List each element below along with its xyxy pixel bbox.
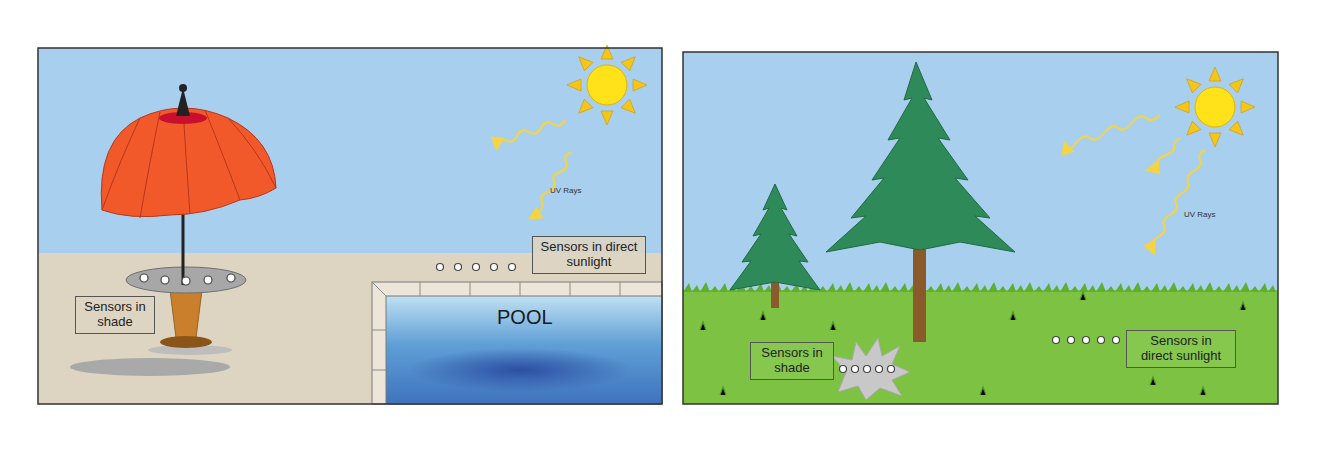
pool-tiles <box>372 282 386 296</box>
panel-frame <box>38 48 662 404</box>
shadow <box>832 338 910 400</box>
sensor-dot <box>888 366 895 373</box>
right-panel <box>683 52 1278 404</box>
uv-ray <box>497 120 572 216</box>
sensor-dot <box>491 264 498 271</box>
sensor-dot <box>140 274 148 282</box>
sun <box>633 79 647 91</box>
sun <box>587 65 627 105</box>
panel-frame <box>683 52 1278 404</box>
pine-tree <box>730 184 820 290</box>
sun <box>1229 74 1247 92</box>
uv-ray <box>1151 150 1205 249</box>
box-text: Sensors in shade <box>82 300 148 330</box>
left-panel <box>38 45 662 404</box>
pool-tiles <box>520 282 521 296</box>
sun <box>1209 133 1221 147</box>
sun <box>574 99 592 117</box>
sensor-dot <box>864 366 871 373</box>
grass-tufts <box>700 292 1246 395</box>
box-text: Sensors in direct sunlight <box>539 240 639 270</box>
ray-label: UV Rays <box>1184 210 1216 219</box>
sun <box>1195 87 1235 127</box>
sensor-dot <box>227 274 235 282</box>
sensor-dot <box>455 264 462 271</box>
pool-water <box>386 296 662 404</box>
sun <box>621 99 639 117</box>
umbrella-canopy <box>101 84 276 218</box>
sensor-dot <box>840 366 847 373</box>
box-text: Sensors in shade <box>757 346 827 376</box>
ray-label: UV Rays <box>550 186 582 195</box>
caption-box: Sensors in direct sunlight <box>532 236 646 274</box>
sensor-dot <box>852 366 859 373</box>
sun <box>567 45 647 125</box>
uv-ray <box>534 152 572 216</box>
caption-box: Sensors in shade <box>75 296 155 334</box>
sun <box>601 111 613 125</box>
sensor-dot <box>509 264 516 271</box>
sensor-dot <box>473 264 480 271</box>
sun <box>1182 121 1200 139</box>
sensor-dot <box>1113 337 1120 344</box>
sky <box>38 48 662 254</box>
sensor-dot <box>1083 337 1090 344</box>
grass-tufts <box>700 292 1246 395</box>
pool-tiles <box>570 282 571 296</box>
deck <box>38 253 662 404</box>
pool-tiles <box>470 282 471 296</box>
sun <box>1175 101 1189 113</box>
sun <box>574 52 592 70</box>
sensor-dot <box>161 276 169 284</box>
sensor-dot <box>876 366 883 373</box>
pool-tiles <box>372 370 386 371</box>
uv-ray <box>1066 115 1160 149</box>
sky <box>683 52 1278 292</box>
sun <box>1229 121 1247 139</box>
area-label: POOL <box>497 306 553 329</box>
sun <box>1182 74 1200 92</box>
sun <box>1209 67 1221 81</box>
sensor-dot <box>1068 337 1075 344</box>
sun <box>567 79 581 91</box>
table-top <box>126 267 246 293</box>
pool-deep <box>410 348 630 392</box>
sun <box>1175 67 1255 147</box>
uv-ray <box>1066 115 1205 249</box>
caption-box: Sensors in shade <box>750 342 834 380</box>
umbrella-canopy <box>102 108 276 218</box>
umbrella-canopy <box>179 84 187 92</box>
table-pedestal <box>170 290 202 338</box>
uv-ray <box>497 120 565 144</box>
pool-tiles <box>372 282 620 370</box>
box-text: Sensors in direct sunlight <box>1133 334 1229 364</box>
umbrella-canopy <box>176 88 190 116</box>
table-base <box>160 336 212 348</box>
sensor-dot <box>840 337 1120 373</box>
uv-ray <box>1152 138 1180 169</box>
pool-tiles <box>420 282 421 296</box>
sun <box>621 52 639 70</box>
caption-box: Sensors in direct sunlight <box>1126 330 1236 368</box>
sensor-dot <box>437 264 444 271</box>
sensor-dot <box>1053 337 1060 344</box>
sensor-dot <box>1098 337 1105 344</box>
sun <box>601 45 613 59</box>
shadow <box>70 358 230 376</box>
sensor-dot <box>140 264 516 286</box>
pool-coping <box>372 282 662 404</box>
sun <box>1241 101 1255 113</box>
pine-tree <box>826 62 1015 252</box>
sensor-dot <box>182 277 190 285</box>
pool-tiles <box>372 330 386 331</box>
pool-tiles <box>620 282 621 296</box>
sensor-dot <box>204 276 212 284</box>
